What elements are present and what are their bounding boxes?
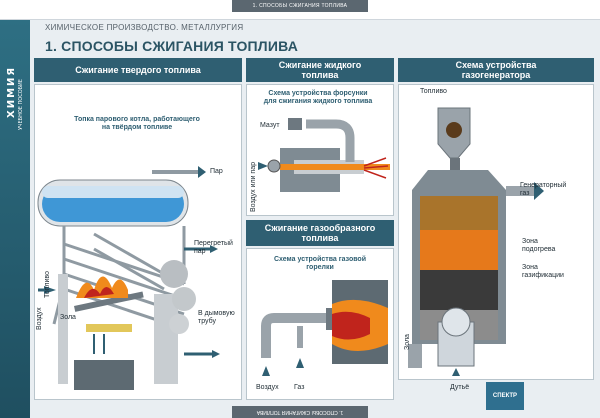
subject-sub-label: УЧЕБНОЕ ПОСОБИЕ [18,79,24,130]
label-gen-ash: Зола [404,334,411,350]
solid-fuel-panel [34,84,242,400]
label-generator-gas: Генераторный газ [520,182,567,197]
boiler-diagram [37,166,220,390]
vertical-subject: ХИМИЯ УЧЕБНОЕ ПОСОБИЕ [0,20,30,150]
label-air: Воздух [36,307,43,330]
label-gasification-zone: Зона газификации [522,264,564,279]
publisher-logo: СПЕКТР [486,382,524,410]
subject-label: ХИМИЯ [6,65,17,118]
sub-header: ХИМИЧЕСКОЕ ПРОИЗВОДСТВО. МЕТАЛЛУРГИЯ [45,23,244,32]
gas-fuel-subtitle: Схема устройства газовой горелки [273,256,367,271]
bottom-strip: 1. СПОСОБЫ СЖИГАНИЯ ТОПЛИВА [232,406,368,418]
label-fuel-oil: Мазут [260,122,280,129]
label-ash: Зола [60,314,76,321]
gas-burner-diagram [261,280,388,376]
label-steam: Пар [210,168,223,175]
burner-nozzle-diagram [258,118,390,192]
top-strip: 1. СПОСОБЫ СЖИГАНИЯ ТОПЛИВА [232,0,368,12]
label-gas: Газ [294,384,305,391]
gas-fuel-header: Сжигание газообразного топлива [246,220,394,246]
label-heating-zone: Зона подогрева [522,238,556,253]
label-gen-fuel: Топливо [420,88,447,95]
generator-header: Схема устройства газогенератора [398,58,594,82]
label-superheated-steam: Перегретый пар [194,240,233,255]
label-blast: Дутьё [450,384,470,391]
publisher-info [526,382,592,410]
left-band [0,20,30,418]
label-chimney: В дымовую трубу [198,310,235,325]
liquid-fuel-header: Сжигание жидкого топлива [246,58,394,82]
solid-fuel-subtitle: Топка парового котла, работающего на твё… [74,116,200,131]
gas-generator-diagram [408,107,544,376]
label-gas-air: Воздух [256,384,279,391]
label-fuel: Топливо [44,271,51,298]
page-title: 1. СПОСОБЫ СЖИГАНИЯ ТОПЛИВА [45,38,299,54]
label-air-or-steam: Воздух или пар [250,162,257,212]
liquid-fuel-subtitle: Схема устройства форсунки для сжигания ж… [263,90,373,105]
solid-fuel-header: Сжигание твердого топлива [34,58,242,82]
